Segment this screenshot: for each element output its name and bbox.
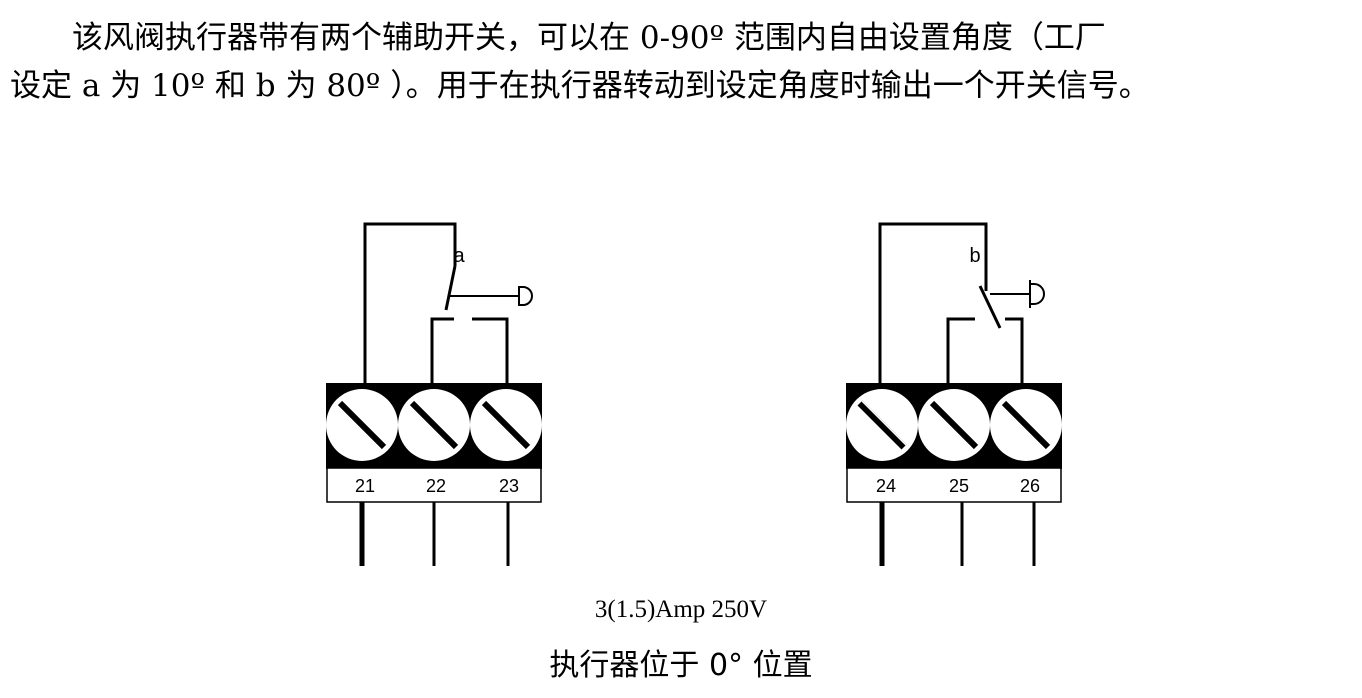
terminal-label-22: 22 — [426, 476, 446, 496]
screw-slot-21 — [337, 400, 387, 450]
switch-a-output-leads — [359, 502, 510, 566]
switch-b-actuator-icon — [1029, 283, 1045, 305]
screw-slot-22 — [409, 400, 459, 450]
switch-b-wiring — [878, 222, 1034, 385]
switch-a-label-strip — [326, 467, 542, 503]
switch-b-contact-blade-lower — [978, 285, 1002, 329]
switch-a-contact-blade — [444, 265, 457, 311]
contact-rating-label: 3(1.5)Amp 250V — [594, 596, 768, 623]
terminal-label-24: 24 — [876, 476, 896, 496]
terminal-label-26: 26 — [1020, 476, 1040, 496]
switch-b-output-leads — [879, 502, 1036, 566]
terminal-screw-24 — [846, 389, 918, 461]
switch-b-common-wire — [878, 222, 988, 385]
screw-slot-24 — [857, 400, 907, 450]
switch-b-contact-25 — [946, 317, 975, 385]
terminal-label-25: 25 — [949, 476, 969, 496]
switch-b-label: b — [969, 245, 980, 267]
switch-a-contact-23 — [472, 317, 509, 385]
switch-a-contact-22 — [430, 317, 454, 385]
screw-slot-23 — [481, 400, 531, 450]
screw-slot-25 — [929, 400, 979, 450]
actuator-position-caption: 执行器位于 0° 位置 — [549, 648, 813, 683]
terminal-screw-22 — [398, 389, 470, 461]
terminal-screw-21 — [326, 389, 398, 461]
terminal-label-23: 23 — [499, 476, 519, 496]
terminal-screw-23 — [470, 389, 542, 461]
switch-a-group: a 21 22 23 — [326, 222, 542, 566]
terminal-label-21: 21 — [355, 476, 375, 496]
screw-slot-26 — [1001, 400, 1051, 450]
switch-a-common-wire — [363, 222, 457, 385]
description-paragraph: 该风阀执行器带有两个辅助开关，可以在 0-90º 范围内自由设置角度（工厂 设定… — [10, 14, 1355, 110]
description-line-2: 设定 a 为 10º 和 b 为 80º ）。用于在执行器转动到设定角度时输出一… — [10, 68, 1150, 104]
switch-a-actuator-icon — [518, 286, 533, 306]
switch-a-label: a — [453, 245, 465, 267]
switch-b-group: b 24 25 26 — [846, 222, 1062, 566]
switch-b-contact-26 — [1005, 317, 1024, 385]
switch-a-wiring — [363, 222, 520, 385]
terminal-screw-25 — [918, 389, 990, 461]
description-line-1: 该风阀执行器带有两个辅助开关，可以在 0-90º 范围内自由设置角度（工厂 — [72, 20, 1106, 56]
terminal-screw-26 — [990, 389, 1062, 461]
switch-b-label-strip — [846, 467, 1062, 503]
